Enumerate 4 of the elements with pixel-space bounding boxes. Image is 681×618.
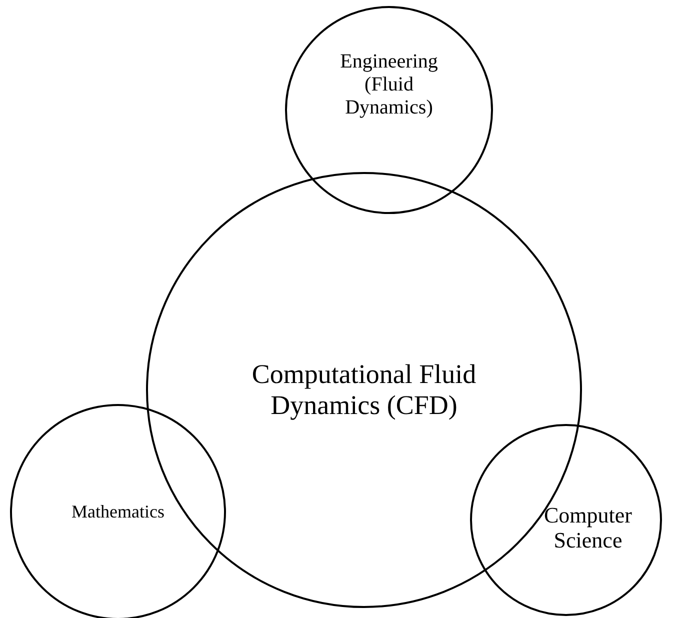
- topic-label: Engineering (Fluid Dynamics): [339, 50, 439, 120]
- topic-label: Computer Science: [543, 502, 633, 554]
- topic-label: Mathematics: [70, 502, 166, 522]
- topic-label: Computational Fluid Dynamics (CFD): [250, 358, 478, 422]
